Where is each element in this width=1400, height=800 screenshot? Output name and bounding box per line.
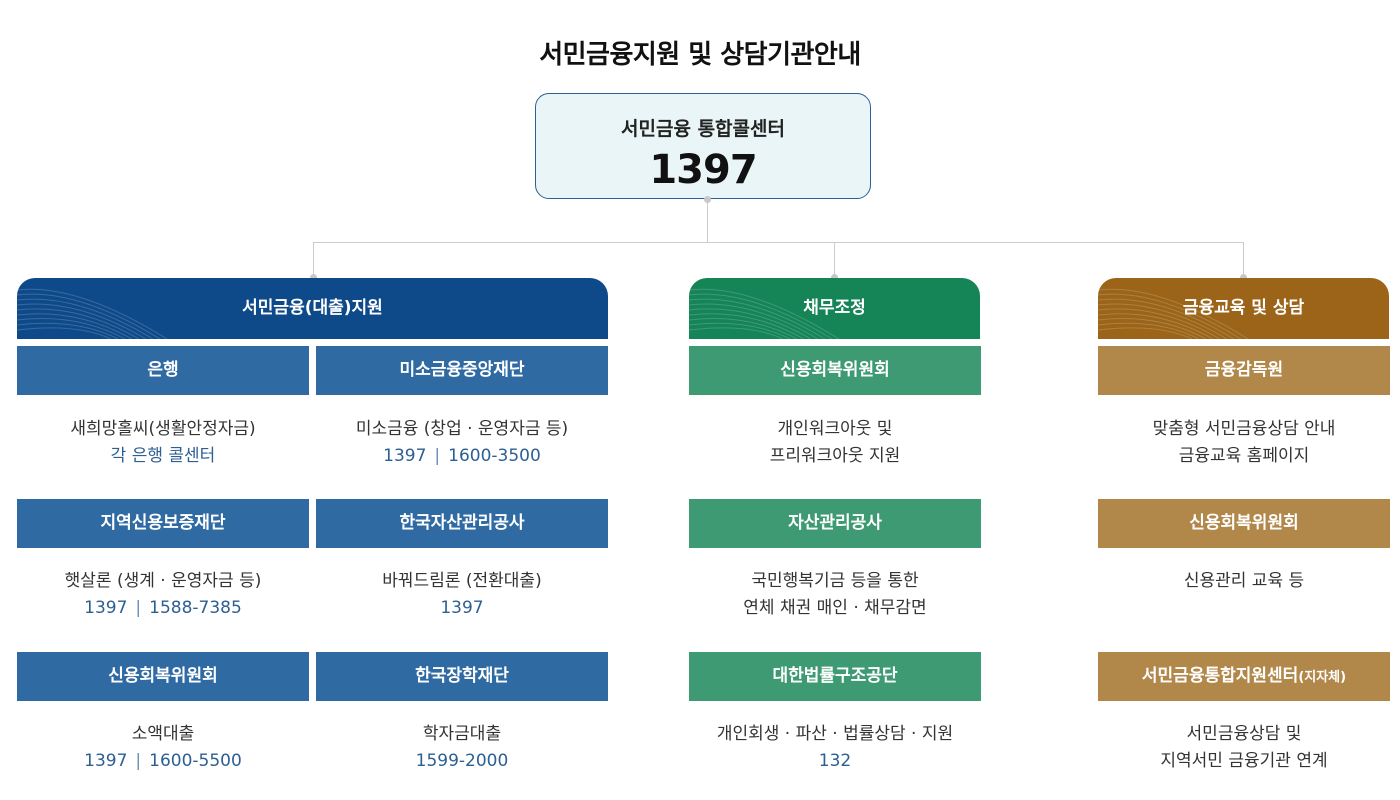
call-center-label: 서민금융 통합콜센터 — [621, 118, 785, 140]
desc-line: 새희망홀씨(생활안정자금) — [70, 419, 256, 439]
desc-scholarship: 학자금대출 1599-2000 — [316, 721, 608, 775]
desc-asset-management: 국민행복기금 등을 통한 연체 채권 매인 · 채무감면 — [689, 568, 981, 622]
desc-line: 미소금융 (창업 · 운영자금 등) — [355, 419, 569, 439]
sub-header-label: 서민금융통합지원센터 — [1141, 666, 1299, 686]
sub-header-edu-credit-recovery: 신용회복위원회 — [1098, 499, 1390, 548]
phone-number: 1397 — [84, 598, 128, 618]
desc-line: 지역서민 금융기관 연계 — [1160, 751, 1328, 771]
desc-debt-credit-recovery: 개인워크아웃 및 프리워크아웃 지원 — [689, 416, 981, 470]
desc-contact: 1397 — [440, 598, 484, 618]
desc-line: 프리워크아웃 지원 — [769, 446, 901, 466]
sub-header-kamco: 한국자산관리공사 — [316, 499, 608, 548]
call-center-number: 1397 — [649, 147, 757, 193]
sub-header-scholarship: 한국장학재단 — [316, 652, 608, 701]
desc-regional-credit: 햇살론 (생계 · 운영자금 등) 1397 | 1588-7385 — [17, 568, 309, 622]
connector-dot-edu — [1240, 274, 1247, 281]
wave-decoration-icon — [17, 288, 168, 339]
desc-line: 바꿔드림론 (전환대출) — [382, 571, 542, 591]
connector-debt — [834, 242, 835, 278]
connector-loan — [313, 242, 314, 278]
category-title-edu: 금융교육 및 상담 — [1182, 298, 1305, 318]
phone-number: 1397 — [84, 751, 128, 771]
desc-line: 신용관리 교육 등 — [1183, 571, 1305, 591]
wave-decoration-icon — [1098, 288, 1249, 339]
sub-header-integrated-center: 서민금융통합지원센터(지자체) — [1098, 652, 1390, 701]
desc-edu-credit-recovery: 신용관리 교육 등 — [1098, 568, 1390, 595]
connector-dot-loan — [310, 274, 317, 281]
desc-fss: 맞춤형 서민금융상담 안내 금융교육 홈페이지 — [1098, 416, 1390, 470]
desc-line: 맞춤형 서민금융상담 안내 — [1152, 419, 1336, 439]
desc-contact: 1397 | 1600-5500 — [17, 748, 309, 775]
desc-contact: 132 — [818, 751, 852, 771]
desc-line: 개인회생 · 파산 · 법률상담 · 지원 — [716, 724, 954, 744]
separator: | — [135, 751, 142, 771]
sub-header-bank: 은행 — [17, 346, 309, 395]
phone-number: 1600-3500 — [448, 446, 541, 466]
sub-header-debt-credit-recovery: 신용회복위원회 — [689, 346, 981, 395]
call-center-box: 서민금융 통합콜센터 1397 — [535, 93, 871, 199]
phone-number: 1397 — [383, 446, 427, 466]
desc-line: 서민금융상담 및 — [1186, 724, 1302, 744]
category-title-debt: 채무조정 — [803, 298, 866, 318]
sub-header-suffix: (지자체) — [1298, 670, 1347, 685]
desc-line: 금융교육 홈페이지 — [1178, 446, 1310, 466]
connector-edu — [1243, 242, 1244, 278]
desc-line: 연체 채권 매인 · 채무감면 — [743, 598, 927, 618]
desc-contact: 1397 | 1588-7385 — [17, 595, 309, 622]
desc-integrated-center: 서민금융상담 및 지역서민 금융기관 연계 — [1098, 721, 1390, 775]
connector-horizontal — [313, 242, 1244, 243]
desc-line: 국민행복기금 등을 통한 — [751, 571, 919, 591]
desc-bank: 새희망홀씨(생활안정자금) 각 은행 콜센터 — [17, 416, 309, 470]
desc-line: 햇살론 (생계 · 운영자금 등) — [64, 571, 262, 591]
desc-contact: 각 은행 콜센터 — [110, 446, 216, 466]
sub-header-legal-aid: 대한법률구조공단 — [689, 652, 981, 701]
phone-number: 1588-7385 — [149, 598, 242, 618]
separator: | — [135, 598, 142, 618]
desc-contact: 1599-2000 — [415, 751, 509, 771]
desc-contact: 1397 | 1600-3500 — [316, 443, 608, 470]
sub-header-regional-credit: 지역신용보증재단 — [17, 499, 309, 548]
category-header-debt: 채무조정 — [689, 278, 980, 339]
connector-dot-center — [704, 196, 711, 203]
page-title: 서민금융지원 및 상담기관안내 — [539, 40, 861, 70]
category-header-loan: 서민금융(대출)지원 — [17, 278, 608, 339]
wave-decoration-icon — [689, 288, 840, 339]
desc-credit-recovery: 소액대출 1397 | 1600-5500 — [17, 721, 309, 775]
separator: | — [434, 446, 441, 466]
desc-miso: 미소금융 (창업 · 운영자금 등) 1397 | 1600-3500 — [316, 416, 608, 470]
category-title-loan: 서민금융(대출)지원 — [242, 298, 383, 318]
sub-header-credit-recovery: 신용회복위원회 — [17, 652, 309, 701]
sub-header-asset-management: 자산관리공사 — [689, 499, 981, 548]
sub-header-fss: 금융감독원 — [1098, 346, 1390, 395]
desc-line: 학자금대출 — [422, 724, 502, 744]
category-header-edu: 금융교육 및 상담 — [1098, 278, 1389, 339]
connector-vertical-main — [707, 200, 708, 243]
sub-header-miso: 미소금융중앙재단 — [316, 346, 608, 395]
phone-number: 1600-5500 — [149, 751, 242, 771]
desc-kamco: 바꿔드림론 (전환대출) 1397 — [316, 568, 608, 622]
connector-dot-debt — [831, 274, 838, 281]
desc-line: 소액대출 — [131, 724, 195, 744]
desc-legal-aid: 개인회생 · 파산 · 법률상담 · 지원 132 — [689, 721, 981, 775]
desc-line: 개인워크아웃 및 — [777, 419, 893, 439]
